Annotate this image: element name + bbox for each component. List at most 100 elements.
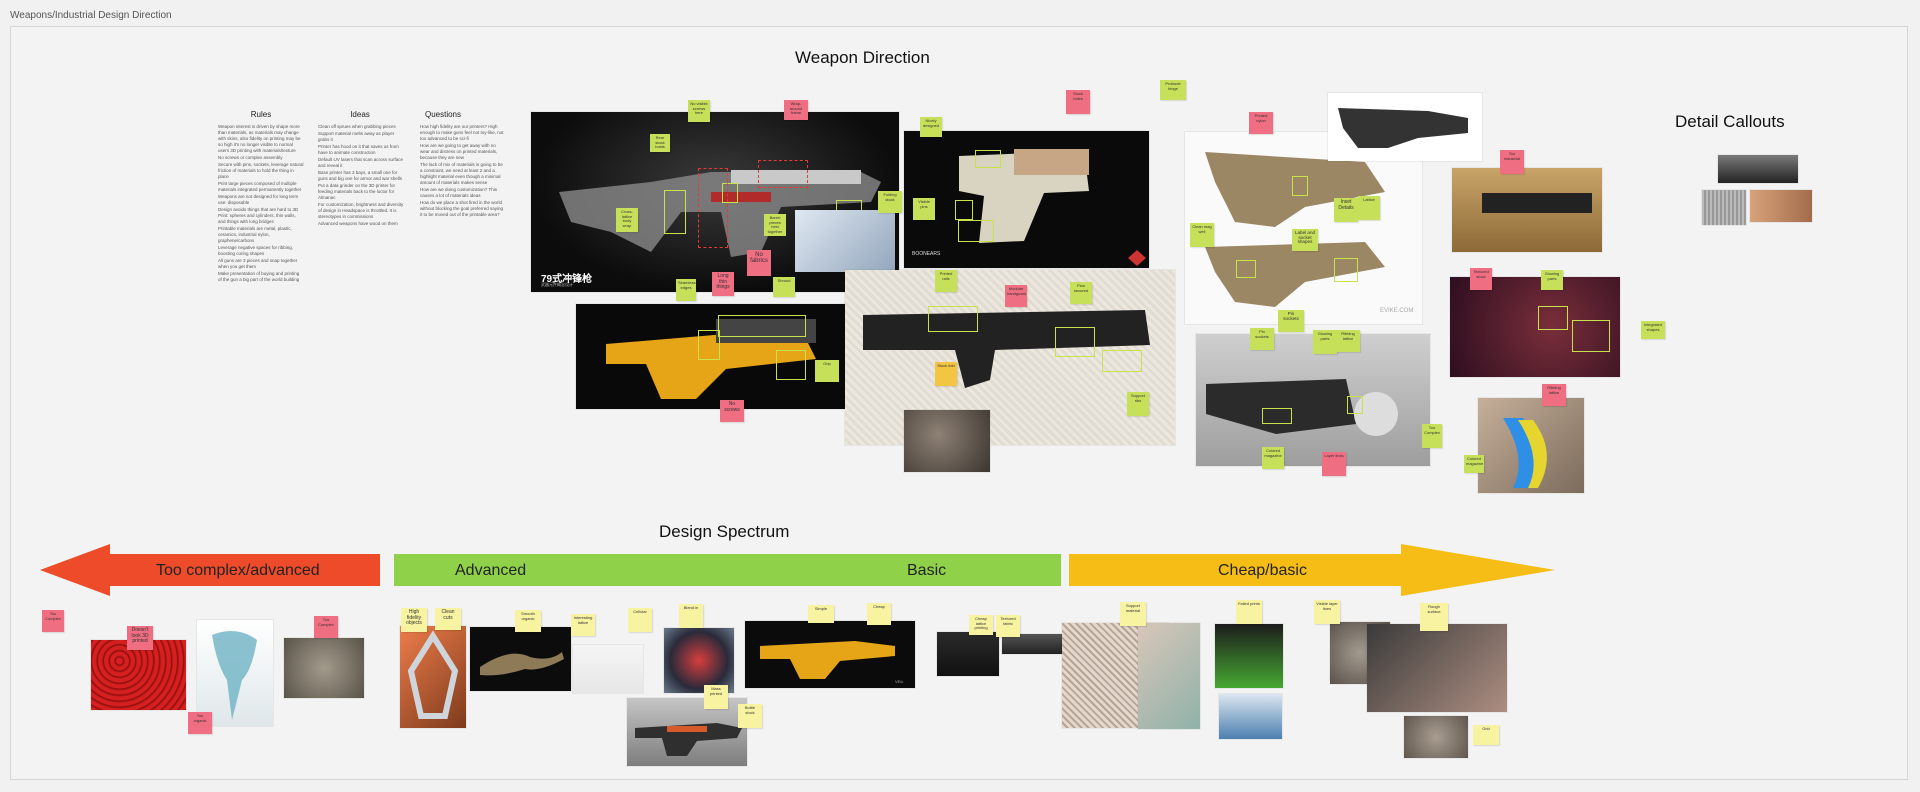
- sticky-note[interactable]: No fabrics: [747, 250, 771, 276]
- spray-bottle-photo[interactable]: [1219, 694, 1282, 739]
- organic-arm-photo[interactable]: [470, 627, 571, 691]
- cellular-sculpture-photo[interactable]: [664, 628, 734, 693]
- sticky-note[interactable]: Grid: [1473, 725, 1499, 745]
- sticky-note[interactable]: Folding stock: [878, 191, 902, 213]
- sticky-note[interactable]: Label and socket shapes: [1292, 229, 1318, 251]
- sticky-note[interactable]: High fidelity objects: [401, 608, 427, 632]
- sticky-note[interactable]: Support ribs: [1127, 392, 1149, 416]
- sticky-note[interactable]: Clean mag well: [1190, 223, 1214, 247]
- sticky-note[interactable]: Failed prints: [1236, 600, 1262, 624]
- red-organic-photo[interactable]: [91, 640, 186, 710]
- pistol-render-image[interactable]: BOONEARS: [904, 131, 1149, 268]
- hand-print-photo[interactable]: [1367, 624, 1507, 712]
- sticky-note[interactable]: Ribbing lattice: [1336, 330, 1360, 352]
- sticky-note[interactable]: Cross-lattice body wrap: [616, 208, 638, 232]
- too-complex-arrow[interactable]: [40, 544, 380, 596]
- grid-print-photo[interactable]: [1404, 716, 1468, 758]
- sticky-note[interactable]: Layer lines: [1322, 452, 1346, 476]
- sticky-note[interactable]: Support material: [1120, 602, 1146, 626]
- lattice-detail-photo[interactable]: [904, 410, 990, 472]
- sticky-note[interactable]: Seamless edges: [676, 279, 696, 301]
- callout-box[interactable]: [776, 350, 806, 380]
- detail-callout-photo-2[interactable]: [1702, 190, 1746, 225]
- sticky-note[interactable]: Simple: [808, 605, 834, 623]
- sticky-note[interactable]: Pins secured: [1070, 282, 1092, 304]
- sticky-note[interactable]: Doesn't look 3D printed: [127, 626, 153, 650]
- callout-dashed-box[interactable]: [698, 168, 728, 248]
- sticky-note[interactable]: No screws: [720, 400, 744, 422]
- sticky-note[interactable]: No visible screws here: [688, 100, 710, 122]
- sticky-note[interactable]: Textured fabric: [996, 615, 1020, 637]
- sticky-note[interactable]: Modular handguard: [1005, 285, 1027, 307]
- sticky-note[interactable]: Colored magazine: [1464, 455, 1484, 473]
- advanced-basic-bar[interactable]: [394, 554, 1061, 586]
- sticky-note[interactable]: Visible layer lines: [1314, 600, 1340, 624]
- organic-chair-photo[interactable]: [197, 620, 273, 726]
- sticky-note[interactable]: Printed nylon: [1249, 112, 1273, 134]
- grenade-launcher-photo[interactable]: [1196, 334, 1430, 466]
- callout-box[interactable]: [928, 306, 978, 332]
- callout-box[interactable]: [1572, 320, 1610, 352]
- sticky-note[interactable]: Mass printed: [704, 685, 728, 709]
- callout-box[interactable]: [958, 220, 994, 242]
- spectrum-yellow-gun-photo[interactable]: VEIL: [745, 621, 915, 688]
- sticky-note[interactable]: Wrap-around frame: [784, 100, 808, 120]
- sticky-note[interactable]: Colored magazine: [1262, 447, 1284, 469]
- callout-box[interactable]: [1262, 408, 1292, 424]
- callout-dashed-box[interactable]: [758, 160, 808, 188]
- sticky-note[interactable]: Integrated shapes: [1641, 321, 1665, 339]
- callout-box[interactable]: [1347, 396, 1363, 414]
- sticky-note[interactable]: Textured stock: [1470, 268, 1492, 290]
- detail-callout-photo-3[interactable]: [1750, 190, 1812, 222]
- wood-gun-photo[interactable]: [1452, 168, 1602, 252]
- lattice-bench-photo[interactable]: [573, 645, 643, 693]
- sticky-note[interactable]: Too Complex: [314, 616, 338, 638]
- sticky-note[interactable]: Nicely designed: [920, 117, 942, 137]
- grey-gun-photo[interactable]: [627, 698, 747, 766]
- sticky-note[interactable]: Too Complex: [42, 610, 64, 632]
- sticky-note[interactable]: Too Complex: [1422, 424, 1442, 448]
- callout-box[interactable]: [1538, 306, 1568, 330]
- sticky-note[interactable]: Rough surface: [1420, 603, 1448, 631]
- sticky-note[interactable]: Visible pins: [913, 198, 935, 220]
- callout-box[interactable]: [975, 150, 1001, 168]
- sticky-note[interactable]: Stock holes: [1066, 90, 1090, 114]
- callout-box[interactable]: [1055, 327, 1095, 357]
- callout-box[interactable]: [718, 315, 806, 337]
- sticky-note[interactable]: Barrel pieces held together: [764, 214, 786, 236]
- sticky-note[interactable]: Lattice: [1358, 196, 1380, 220]
- sticky-note[interactable]: Glowing parts: [1541, 270, 1563, 290]
- sticky-note[interactable]: Pin sockets: [1278, 310, 1304, 332]
- main-gun-inset-photo[interactable]: [795, 210, 895, 272]
- sticky-note[interactable]: Stock fold: [935, 362, 957, 386]
- green-print-photo[interactable]: [1215, 624, 1283, 688]
- sticky-note[interactable]: Interesting lattice: [571, 614, 595, 636]
- callout-box[interactable]: [1334, 258, 1358, 282]
- sticky-note[interactable]: Grip: [815, 360, 839, 382]
- mag-photo[interactable]: [1478, 398, 1584, 493]
- sticky-note[interactable]: Shroud: [773, 277, 795, 297]
- sticky-note[interactable]: Clean cuts: [435, 608, 461, 630]
- sticky-note[interactable]: Cellular: [628, 608, 652, 632]
- sticky-note[interactable]: Cheap: [867, 603, 891, 625]
- sticky-note[interactable]: Printed rails: [935, 270, 957, 292]
- model-portrait-photo[interactable]: [1138, 623, 1200, 729]
- sticky-note[interactable]: Smooth organic: [515, 610, 541, 632]
- folding-stock-photo[interactable]: [1328, 93, 1482, 161]
- sticky-note[interactable]: Protrude hinge: [1160, 80, 1186, 100]
- callout-box[interactable]: [698, 330, 720, 360]
- printer-rack-photo[interactable]: [1002, 634, 1062, 654]
- callout-box[interactable]: [1236, 260, 1256, 278]
- callout-box[interactable]: [1292, 176, 1308, 196]
- printer-box-photo[interactable]: [937, 632, 999, 676]
- sticky-note[interactable]: Bottle stock: [738, 704, 762, 728]
- bottle-opener-photo[interactable]: [400, 626, 466, 728]
- sticky-note[interactable]: Ribbing lattice: [1542, 384, 1566, 406]
- red-interior-photo[interactable]: [1450, 277, 1620, 377]
- callout-box[interactable]: [722, 183, 738, 203]
- sticky-note[interactable]: Pin sockets: [1250, 328, 1274, 350]
- sticky-note[interactable]: Glowing parts: [1313, 330, 1337, 354]
- callout-box[interactable]: [1102, 350, 1142, 372]
- sticky-note[interactable]: Rear stock holds: [650, 134, 670, 152]
- complex-lattice-photo[interactable]: [284, 638, 364, 698]
